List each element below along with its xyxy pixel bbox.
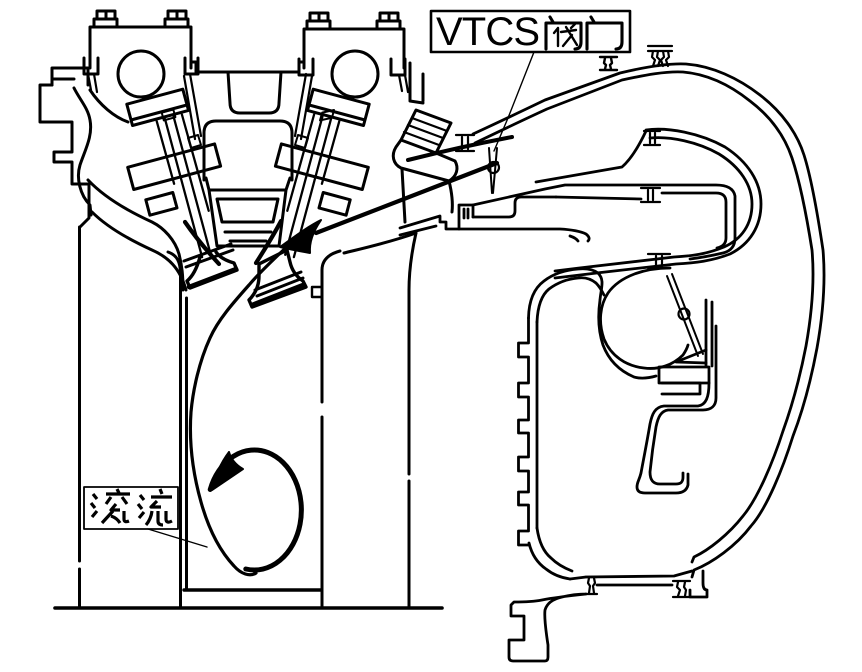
svg-text:VTCS: VTCS xyxy=(436,10,540,54)
